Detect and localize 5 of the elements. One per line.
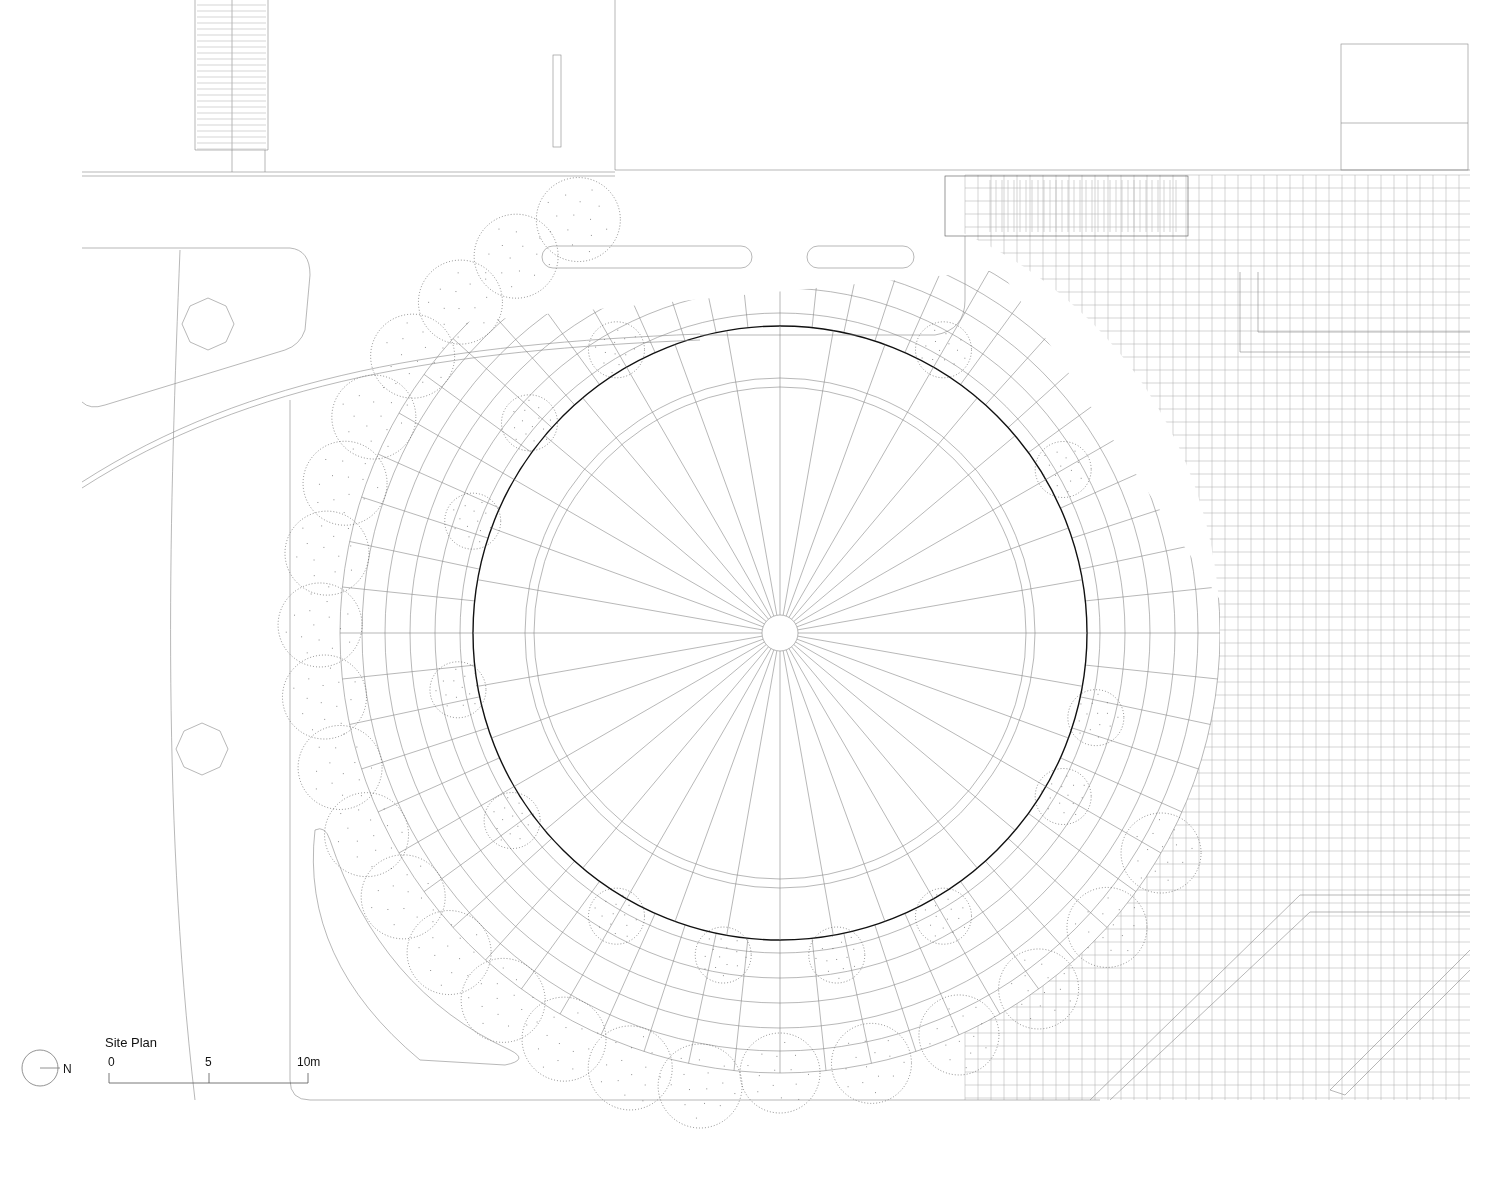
plan-title: Site Plan	[105, 1036, 158, 1049]
north-label: N	[63, 1063, 72, 1075]
scale-label: 10m	[297, 1056, 321, 1068]
scale-label: 0	[108, 1056, 115, 1068]
scale-label: 5	[205, 1056, 212, 1068]
